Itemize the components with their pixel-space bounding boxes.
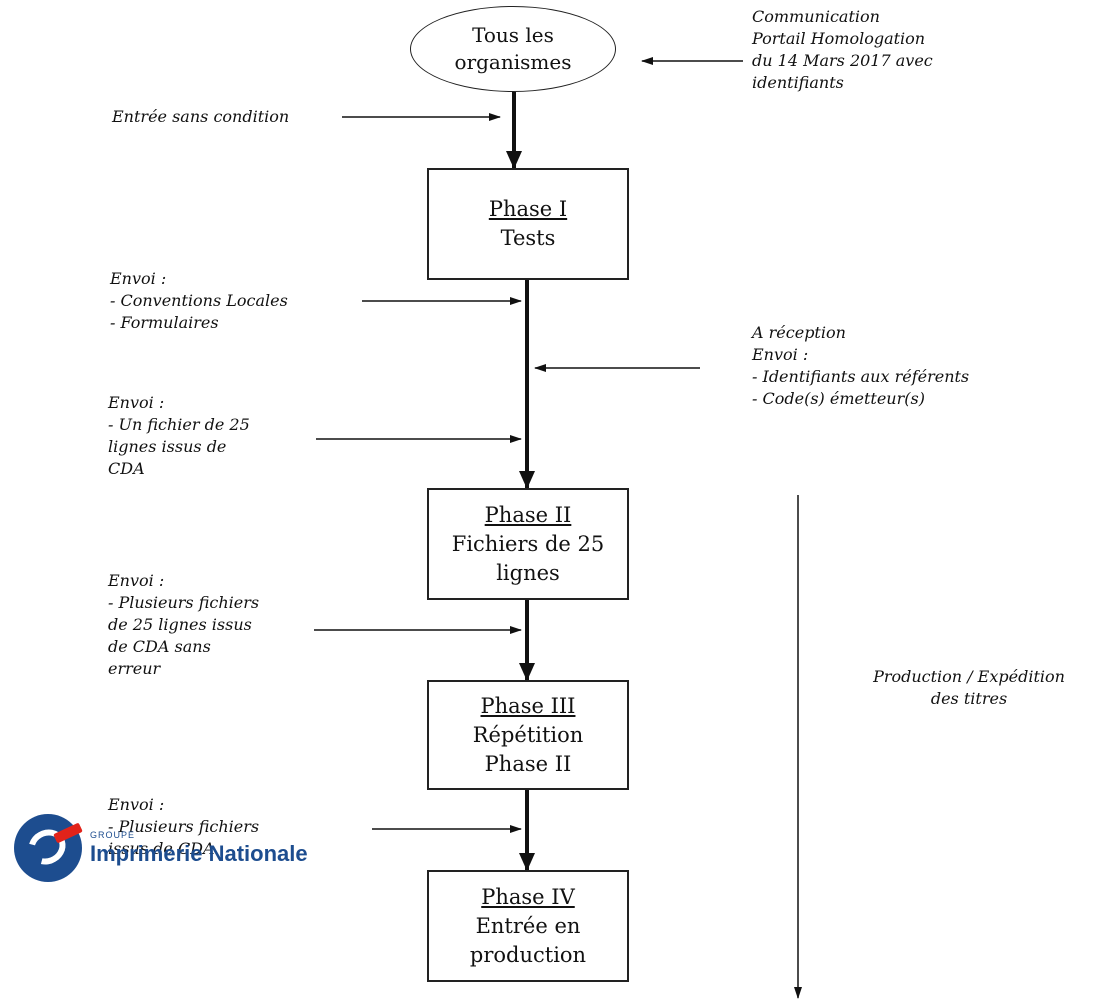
phase-2-box: Phase II Fichiers de 25 lignes <box>427 488 629 600</box>
note-reception: A réception Envoi : - Identifiants aux r… <box>752 322 969 410</box>
note-envoi-2: Envoi : - Un fichier de 25 lignes issus … <box>108 392 250 480</box>
note-communication: Communication Portail Homologation du 14… <box>752 6 933 94</box>
note-envoi-1: Envoi : - Conventions Locales - Formulai… <box>110 268 288 334</box>
note-communication-line: identifiants <box>752 73 844 92</box>
phase-1-box: Phase I Tests <box>427 168 629 280</box>
phase-3-title: Phase III <box>480 693 576 718</box>
phase-4-title: Phase IV <box>481 884 575 909</box>
start-node: Tous les organismes <box>410 6 616 92</box>
phase-4-line-2: production <box>469 942 587 967</box>
note-envoi-3-line: de 25 lignes issus <box>108 615 252 634</box>
note-envoi-3-line: de CDA sans <box>108 637 211 656</box>
logo-company-name: Imprimerie Nationale <box>90 841 308 866</box>
phase-4-line-1: Entrée en <box>475 913 581 938</box>
note-envoi-2-line: Envoi : <box>108 393 165 412</box>
note-entree-line: Entrée sans condition <box>112 107 290 126</box>
note-envoi-2-line: CDA <box>108 459 145 478</box>
note-envoi-3-line: erreur <box>108 659 161 678</box>
phase-3-line-2: Phase II <box>484 751 572 776</box>
logo-emblem-icon <box>14 814 82 882</box>
note-production: Production / Expédition des titres <box>846 666 1092 710</box>
note-envoi-3-line: Envoi : <box>108 571 165 590</box>
note-envoi-2-line: lignes issus de <box>108 437 227 456</box>
note-reception-line: - Code(s) émetteur(s) <box>752 389 925 408</box>
imprimerie-nationale-logo: GROUPE Imprimerie Nationale <box>14 810 334 886</box>
note-reception-line: Envoi : <box>752 345 809 364</box>
note-envoi-4-line: Envoi : <box>108 795 165 814</box>
note-reception-line: - Identifiants aux référents <box>752 367 970 386</box>
note-communication-line: Portail Homologation <box>752 29 926 48</box>
logo-wordmark: GROUPE Imprimerie Nationale <box>90 829 308 867</box>
note-envoi-4: Envoi : - Plusieurs fichiers issus de CD… <box>108 794 259 860</box>
note-envoi-1-line: - Formulaires <box>110 313 219 332</box>
note-envoi-4-line: issus de CDA <box>108 839 215 858</box>
note-envoi-3-line: - Plusieurs fichiers <box>108 593 260 612</box>
start-line-2: organismes <box>454 50 572 74</box>
phase-2-line-1: Fichiers de 25 <box>451 531 605 556</box>
note-production-line: Production / Expédition <box>873 667 1065 686</box>
phase-3-box: Phase III Répétition Phase II <box>427 680 629 790</box>
note-envoi-1-line: Envoi : <box>110 269 167 288</box>
phase-1-line-1: Tests <box>500 226 556 250</box>
phase-1-title: Phase I <box>488 197 568 221</box>
note-envoi-1-line: - Conventions Locales <box>110 291 288 310</box>
note-envoi-4-line: - Plusieurs fichiers <box>108 817 260 836</box>
note-communication-line: Communication <box>752 7 880 26</box>
note-envoi-2-line: - Un fichier de 25 <box>108 415 250 434</box>
note-envoi-3: Envoi : - Plusieurs fichiers de 25 ligne… <box>108 570 259 680</box>
logo-group-label: GROUPE <box>90 830 136 840</box>
phase-2-title: Phase II <box>484 502 572 527</box>
phase-4-box: Phase IV Entrée en production <box>427 870 629 982</box>
note-communication-line: du 14 Mars 2017 avec <box>752 51 933 70</box>
start-line-1: Tous les <box>472 23 554 47</box>
note-reception-line: A réception <box>752 323 846 342</box>
phase-3-line-1: Répétition <box>472 722 584 747</box>
phase-2-line-2: lignes <box>496 560 560 585</box>
note-production-line: des titres <box>930 689 1008 708</box>
note-entree: Entrée sans condition <box>112 106 289 128</box>
